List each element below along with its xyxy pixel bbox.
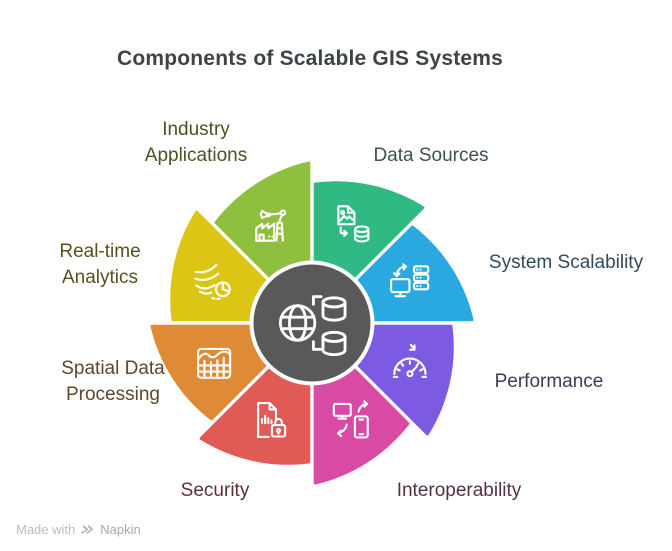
segment-label-system-scalability: System Scalability — [489, 250, 643, 276]
segment-label-line: Spatial Data — [61, 358, 165, 379]
segment-label-performance: Performance — [495, 369, 604, 395]
document-to-database-icon — [337, 205, 370, 243]
monitor-server-scale-icon — [390, 263, 430, 298]
segment-label-data-sources: Data Sources — [373, 143, 488, 169]
hub-circle — [253, 264, 371, 382]
device-sync-icon — [332, 400, 369, 439]
segment-label-line: Security — [180, 480, 250, 501]
segment-label-security: Security — [181, 478, 250, 504]
made-with-text: Made with — [16, 522, 76, 537]
segment-label-line: Data Sources — [373, 145, 489, 166]
segment-label-line: Analytics — [61, 267, 139, 288]
factory-crane-icon — [255, 209, 287, 242]
segment-label-line: Performance — [494, 371, 604, 392]
segment-label-line: Processing — [65, 384, 160, 405]
grid-chart-icon — [197, 347, 232, 379]
stream-clock-icon — [194, 263, 231, 300]
document-lock-icon — [257, 401, 287, 439]
napkin-logo-icon — [81, 525, 94, 534]
brand-text: Napkin — [100, 522, 141, 537]
speed-gauge-icon — [392, 343, 428, 378]
attribution-footer: Made with Napkin — [16, 522, 141, 537]
segment-label-interoperability: Interoperability — [397, 478, 522, 504]
globe-databases-icon — [278, 295, 347, 357]
segment-label-line: Interoperability — [396, 480, 522, 501]
diagram-title: Components of Scalable GIS Systems — [116, 47, 504, 70]
segment-label-line: Real-time — [59, 241, 141, 262]
segment-label-line: Industry — [162, 119, 230, 140]
segment-label-line: System Scalability — [488, 252, 644, 273]
segment-label-line: Applications — [144, 145, 248, 166]
